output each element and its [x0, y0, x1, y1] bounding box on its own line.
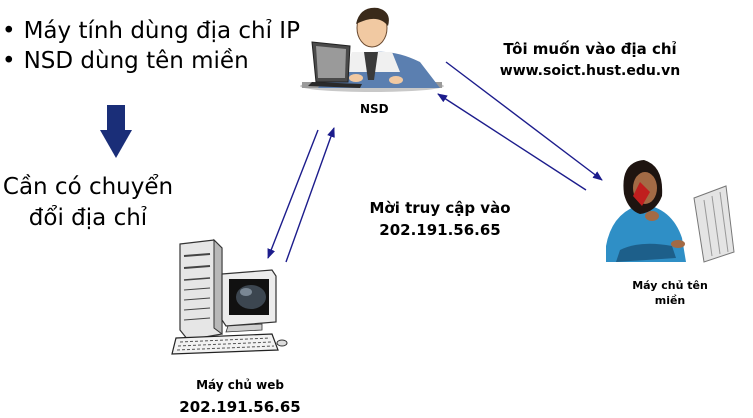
- dns-operator-illustration: [606, 160, 735, 263]
- dns-server-label-line: miền: [654, 294, 686, 307]
- bullet-list: Máy tính dùng địa chỉ IP NSD dùng tên mi…: [2, 16, 300, 76]
- bullet-item: NSD dùng tên miền: [2, 46, 300, 76]
- request-url: www.soict.hust.edu.vn: [499, 63, 681, 79]
- conclusion-line: đổi địa chỉ: [28, 205, 148, 231]
- web-server-label: Máy chủ web 202.191.56.65: [160, 374, 320, 418]
- arrow-webserver-to-user: [285, 127, 335, 263]
- arrow-dns-to-user: [437, 93, 587, 191]
- web-server-computer-illustration: [171, 238, 288, 355]
- arrow-user-to-webserver: [267, 129, 319, 259]
- response-ip: 202.191.56.65: [379, 221, 501, 239]
- request-message: Tôi muốn vào địa chỉ www.soict.hust.edu.…: [440, 38, 740, 82]
- user-label: NSD: [360, 102, 389, 116]
- dns-server-label-line: Máy chủ tên: [632, 279, 708, 292]
- response-message: Mời truy cập vào 202.191.56.65: [340, 197, 540, 241]
- web-server-ip: 202.191.56.65: [179, 398, 301, 416]
- conclusion-text: Cần có chuyển đổi địa chỉ: [0, 172, 176, 234]
- user-at-laptop-illustration: [300, 7, 444, 92]
- response-line: Mời truy cập vào: [369, 199, 511, 217]
- bullet-item: Máy tính dùng địa chỉ IP: [2, 16, 300, 46]
- conclusion-line: Cần có chuyển: [2, 174, 174, 200]
- arrow-user-to-dns: [445, 61, 603, 181]
- down-arrow-icon: [100, 105, 132, 158]
- web-server-label-line: Máy chủ web: [196, 378, 284, 392]
- request-line: Tôi muốn vào địa chỉ: [503, 40, 677, 58]
- dns-server-label: Máy chủ tên miền: [600, 278, 740, 308]
